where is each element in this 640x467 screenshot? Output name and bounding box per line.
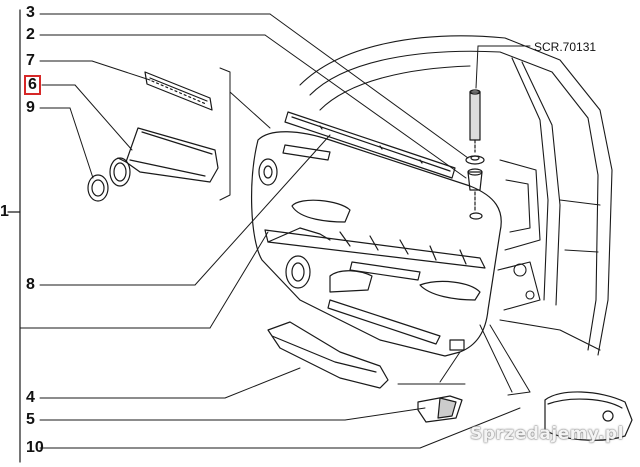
callout-6-highlighted: 6 [24, 75, 41, 95]
door-trim-panel [251, 131, 502, 357]
callout-4: 4 [26, 389, 35, 406]
duct-group-bracket [219, 67, 271, 201]
part-6-air-duct [109, 127, 219, 187]
screw-scr70131 [469, 45, 531, 153]
callout-2: 2 [26, 26, 35, 43]
leader-lines [19, 13, 531, 449]
upper-door-rail [284, 111, 456, 179]
part-7-trim-strip [144, 71, 213, 111]
part-3-grommet [465, 155, 485, 165]
part-9-ring [87, 174, 109, 202]
callout-5: 5 [26, 411, 35, 428]
reference-code-label: SCR.70131 [534, 40, 597, 54]
callout-8: 8 [26, 276, 35, 293]
part-4-armrest-pocket [267, 321, 389, 389]
callout-3: 3 [26, 4, 35, 21]
part-5-small-pocket [417, 395, 463, 423]
assembly-bracket [7, 9, 21, 463]
callout-7: 7 [26, 52, 35, 69]
door-frame-outline [299, 35, 613, 356]
part-10-storage-bin [544, 391, 633, 441]
callout-10: 10 [26, 439, 44, 456]
callout-9: 9 [26, 99, 35, 116]
callout-1: 1 [0, 203, 9, 220]
watermark-text: Sprzedajemy.pl [470, 424, 624, 444]
part-2-clip [467, 168, 483, 220]
